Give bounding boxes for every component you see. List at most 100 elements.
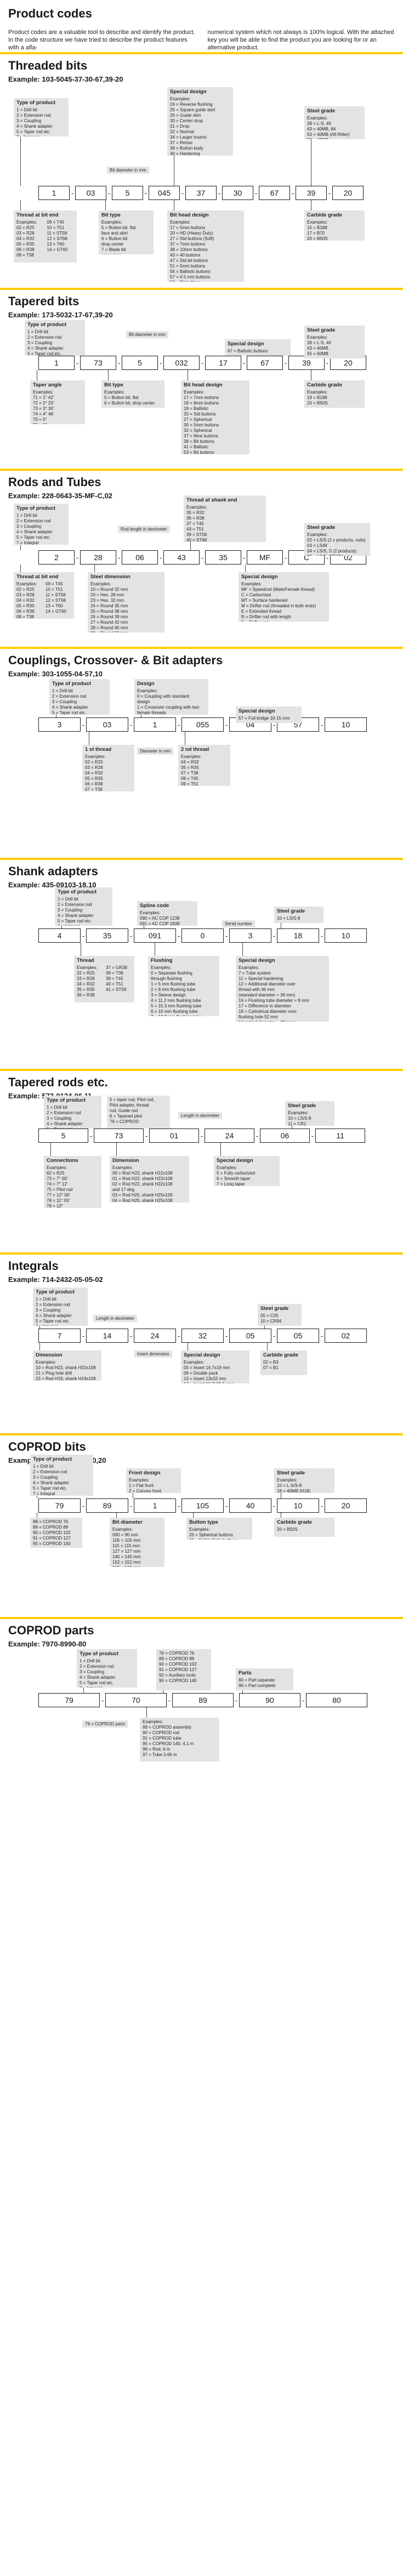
box-line: 03 = LS/M xyxy=(307,543,327,548)
box-line: 4 = 11.2 mm flushing tube xyxy=(151,998,201,1003)
box-title: Connections xyxy=(47,1158,78,1164)
box-line: Examples: xyxy=(85,754,106,759)
box-line: 3 = Coupling xyxy=(52,699,77,704)
box-title: Special design xyxy=(170,89,207,95)
box-line: 95 = COPROD 140 xyxy=(33,1541,71,1546)
box-line: 20 = LS/S, ST68M xyxy=(307,554,367,556)
section-title: Tapered rods etc. xyxy=(8,1075,108,1089)
connector-line xyxy=(264,1326,265,1329)
connector-line xyxy=(267,1343,268,1350)
code-segment: 1 xyxy=(134,717,176,732)
box-line: 38 = Bit buttons xyxy=(184,439,214,444)
code-segment: 67 xyxy=(259,186,290,200)
box-line: 25 = Square guide skirt xyxy=(170,107,215,112)
box-title: Steel grade xyxy=(260,1306,289,1312)
code-separator: - xyxy=(242,553,246,562)
box-title: Special design xyxy=(241,574,278,580)
box-line: 3 = Coupling xyxy=(80,1669,105,1674)
box-line: 43 = 40MB, 84 xyxy=(307,127,336,132)
box-line: 16 = Flushing tube diameter = 8 mm xyxy=(239,998,309,1003)
box-line: 5 = Taper rod etc. xyxy=(27,351,62,356)
box-line: 39 = L-S, 40 xyxy=(307,340,331,345)
code-separator: - xyxy=(302,1696,305,1705)
code-segment: 03 xyxy=(86,717,128,732)
box-type-of-taper: 5 = taper rod, Pilot rod,Pilot adapter, … xyxy=(107,1096,170,1129)
code-segment: 055 xyxy=(181,717,224,732)
box-line: 7 = Integral xyxy=(16,540,39,545)
pill-coprod-parts-label: 79 = COPROD parts xyxy=(82,1720,128,1728)
box-lines: 57 = Full bridge 10-15 mm xyxy=(239,716,299,721)
box-line: flushing hole 52 mm xyxy=(239,1015,278,1019)
box-title: Special design xyxy=(239,958,275,964)
box-line: 7 = Integral xyxy=(16,135,66,136)
box-line: 43 = 40MB xyxy=(307,346,328,351)
box-line: Examples: xyxy=(307,532,328,537)
section-title: COPROD bits xyxy=(8,1440,86,1454)
connector-line xyxy=(245,565,246,572)
box-title: Steel grade xyxy=(307,327,336,333)
code-separator: - xyxy=(129,720,133,729)
box-title: Special design xyxy=(217,1158,253,1164)
header: Product codes Product codes are a valuab… xyxy=(8,7,395,52)
code-separator: - xyxy=(82,720,85,729)
code-separator: - xyxy=(129,931,133,940)
box-line: 04 = R32 xyxy=(85,771,103,776)
box-line: 3 = Coupling xyxy=(16,524,42,529)
box-line: 05 = R35 xyxy=(85,776,103,781)
box-line: 09 = T45 xyxy=(47,220,65,225)
box-line: and 17 deg xyxy=(112,1187,135,1192)
code-segment: 11 xyxy=(315,1129,365,1143)
box-line: Examples: xyxy=(151,965,172,970)
box-title: Type of product xyxy=(80,1651,119,1657)
code-separator: - xyxy=(101,1696,104,1705)
box-line: 7 = Integral xyxy=(36,1324,85,1326)
box-line: 4 = Shank adapter xyxy=(36,1313,72,1318)
box-title: Bit head design xyxy=(170,212,209,218)
code-separator: - xyxy=(82,1331,85,1340)
code-segment: 37 xyxy=(185,186,217,200)
code-segment: 73 xyxy=(94,1129,144,1143)
code-separator: - xyxy=(254,189,258,197)
connector-line xyxy=(20,136,21,186)
box-line: 75 = Pilot rod xyxy=(47,1187,73,1192)
code-separator: - xyxy=(117,358,121,367)
box-title: Dimension xyxy=(36,1352,63,1358)
code-segment: 28 xyxy=(80,550,116,565)
box-line: 06 = R38 xyxy=(85,782,103,787)
box-title: Dimension xyxy=(112,1158,139,1164)
box-line: 20 = B50S xyxy=(277,1527,298,1532)
box-line: 5 = Taper rod etc. xyxy=(16,129,51,134)
box-line: 11 = CR1 xyxy=(288,1121,306,1126)
box-line: 90 = Part complete xyxy=(239,1683,276,1688)
box-line: Examples: xyxy=(143,1719,163,1724)
box-line: Examples: xyxy=(112,1165,133,1170)
box-line: 10 = LS/S-8 xyxy=(277,916,300,921)
box-line: 73 = 7° 00' xyxy=(47,1176,68,1181)
code-separator: - xyxy=(117,553,121,562)
box-line: Examples: xyxy=(33,390,54,395)
box-title: Type of product xyxy=(33,1456,72,1462)
box-title: Thread xyxy=(77,958,94,964)
box-line: 2 = Extension rod xyxy=(16,518,51,523)
box-title: Special design xyxy=(184,1352,220,1358)
box-line: (standard diameter = 38 mm) xyxy=(239,1020,326,1022)
box-line: 20 = Hex. 28 mm xyxy=(90,592,124,597)
box-line: 13 = T60 xyxy=(47,242,65,247)
box-line: 37 = T45 xyxy=(186,521,204,526)
connector-line xyxy=(20,200,21,210)
